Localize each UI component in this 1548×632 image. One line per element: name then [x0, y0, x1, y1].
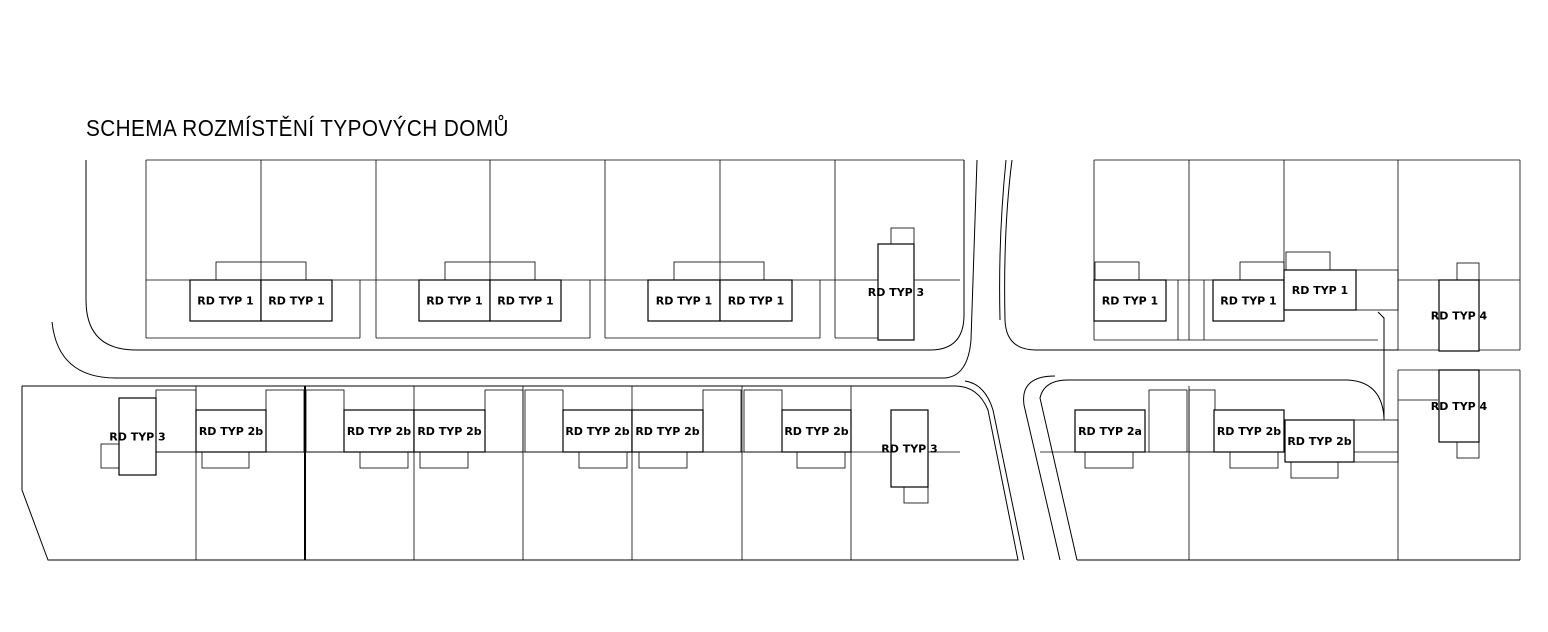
- house-label-c5: RD TYP 2b: [565, 425, 629, 438]
- house-footprint-c7: [781, 409, 852, 453]
- road-curbs: [21, 159, 1398, 561]
- house-label-b1: RD TYP 1: [1102, 295, 1158, 308]
- house-label-a1: RD TYP 1: [197, 295, 253, 308]
- house-footprint-c5: [562, 409, 633, 453]
- house-footprint-c1: [118, 397, 157, 476]
- house-footprint-d1: [1074, 409, 1146, 453]
- house-footprint-c4: [413, 409, 486, 453]
- house-label-c3: RD TYP 2b: [347, 425, 411, 438]
- house-label-a6: RD TYP 1: [728, 295, 784, 308]
- house-footprint-b1: [1093, 279, 1167, 322]
- houses-layer: RD TYP 1 RD TYP 1 RD TYP 1 RD TYP 1 RD TYP 1…: [109, 243, 1488, 488]
- house-footprint-a6: [719, 279, 793, 322]
- house-label-c2: RD TYP 2b: [199, 425, 263, 438]
- house-footprint-d3: [1284, 419, 1355, 463]
- house-footprint-a2: [260, 279, 333, 322]
- house-label-c8: RD TYP 3: [881, 443, 937, 456]
- house-footprint-b4: [1438, 279, 1480, 352]
- house-label-c1: RD TYP 3: [109, 431, 165, 444]
- house-footprint-c6: [631, 409, 704, 453]
- house-footprint-d4: [1438, 369, 1480, 443]
- house-label-b2: RD TYP 1: [1220, 295, 1276, 308]
- house-label-b3: RD TYP 1: [1292, 284, 1348, 297]
- house-label-b4: RD TYP 4: [1431, 310, 1488, 323]
- house-label-c6: RD TYP 2b: [635, 425, 699, 438]
- house-footprint-a5: [647, 279, 721, 322]
- house-label-d1: RD TYP 2a: [1078, 425, 1142, 438]
- house-footprint-b2: [1212, 279, 1285, 322]
- drawing-title: SCHEMA ROZMÍSTĚNÍ TYPOVÝCH DOMŮ: [86, 115, 509, 141]
- house-label-d4: RD TYP 4: [1431, 400, 1488, 413]
- parcels-top-right: [1093, 159, 1521, 351]
- house-footprint-c2: [195, 409, 267, 453]
- house-footprint-c8: [890, 409, 929, 488]
- house-label-d3: RD TYP 2b: [1287, 435, 1351, 448]
- house-label-d2: RD TYP 2b: [1217, 425, 1281, 438]
- house-label-a3: RD TYP 1: [426, 295, 482, 308]
- house-label-a5: RD TYP 1: [656, 295, 712, 308]
- house-footprint-a4: [489, 279, 562, 322]
- house-label-c4: RD TYP 2b: [417, 425, 481, 438]
- house-label-a4: RD TYP 1: [497, 295, 553, 308]
- house-label-a2: RD TYP 1: [268, 295, 324, 308]
- house-footprint-b3: [1283, 269, 1357, 311]
- house-footprint-d2: [1213, 409, 1285, 453]
- house-footprint-a7: [877, 243, 915, 341]
- house-footprint-c3: [343, 409, 415, 453]
- house-label-a7: RD TYP 3: [868, 286, 924, 299]
- house-footprint-a1: [189, 279, 262, 322]
- house-label-c7: RD TYP 2b: [784, 425, 848, 438]
